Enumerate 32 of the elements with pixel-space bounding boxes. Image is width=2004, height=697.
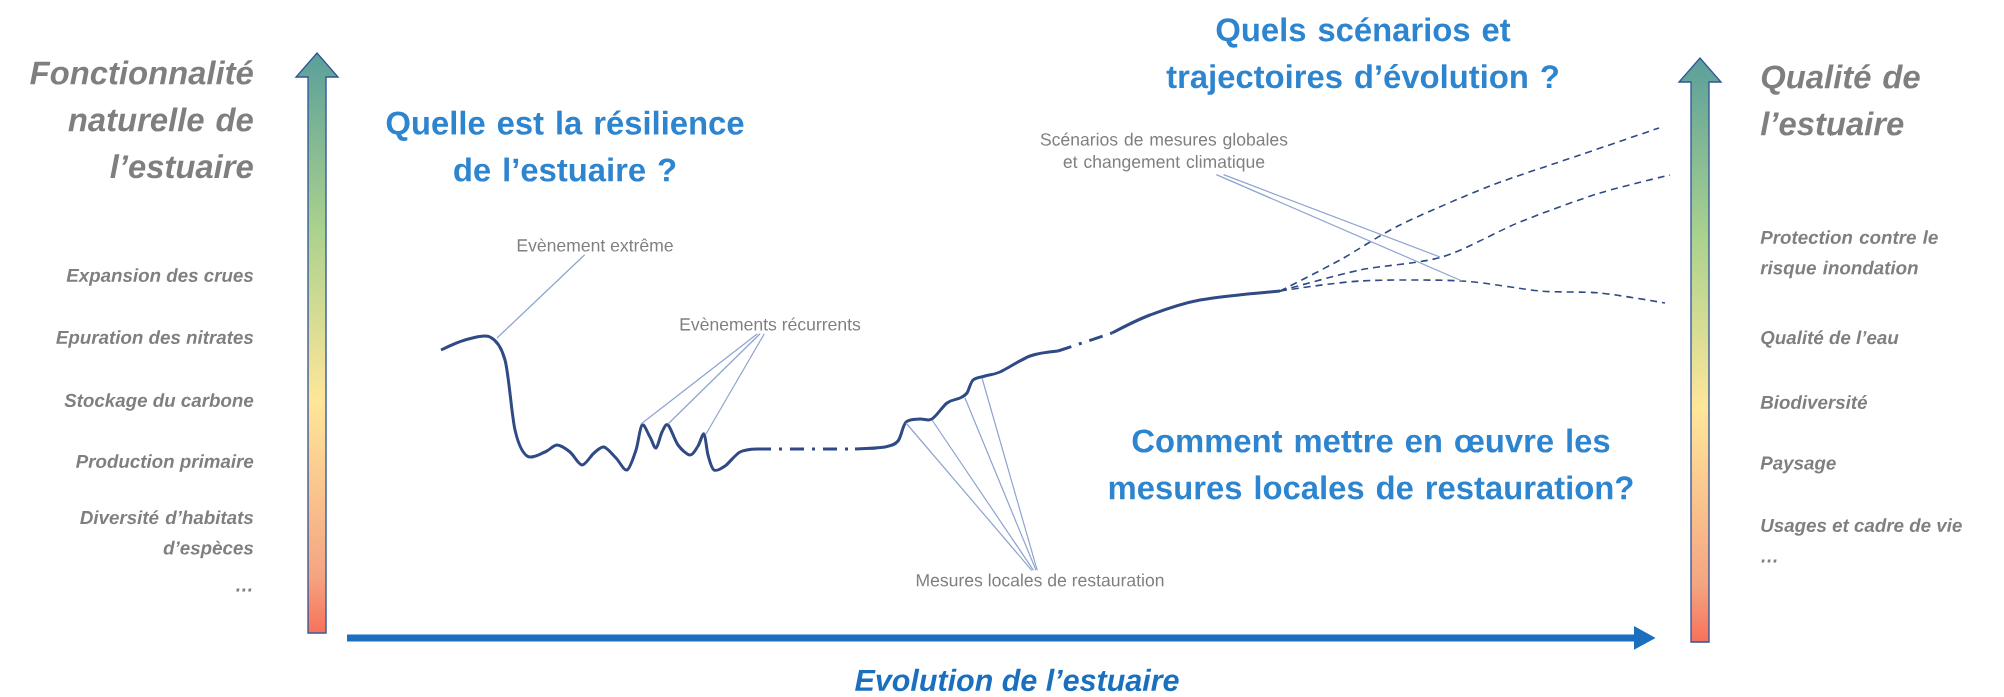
question-heading: Quels scénarios et trajectoires d’évolution ? xyxy=(1166,17,1558,95)
function-label: Qualité de l’eau xyxy=(1761,330,1899,348)
function-label: Expansion des crues xyxy=(66,268,254,286)
function-label: Stockage du carbone xyxy=(64,393,254,411)
question-heading: Comment mettre en œuvre les mesures locales de restauration? xyxy=(1109,428,1633,500)
function-label: Protection contre le risque inondation xyxy=(1760,230,1938,279)
leader-line xyxy=(905,422,1033,571)
callout-label: Scénarios de mesures globales et changement climatique xyxy=(1040,132,1288,172)
ellipsis: … xyxy=(236,588,252,592)
question-heading: Quelle est la résilience de l’estuaire ? xyxy=(386,110,744,182)
ellipsis: … xyxy=(1761,559,1777,563)
function-label: Production primaire xyxy=(76,454,254,472)
function-label: Biodiversité xyxy=(1760,395,1867,409)
callout-label: Mesures locales de restauration xyxy=(916,573,1164,587)
callout-label: Evènement extrême xyxy=(517,238,673,252)
leader-line xyxy=(705,333,765,435)
callout-label: Evènements récurrents xyxy=(680,317,861,331)
leader-line xyxy=(931,419,1035,571)
leader-line xyxy=(1215,174,1463,282)
axis-title: Evolution de l’estuaire xyxy=(855,668,1179,692)
function-label: Usages et cadre de vie xyxy=(1761,518,1962,536)
leader-line xyxy=(1222,174,1441,258)
leader-line xyxy=(667,333,761,425)
function-label: Paysage xyxy=(1760,456,1836,474)
axis-title: Qualité de l’estuaire xyxy=(1760,64,1920,136)
leader-line xyxy=(981,377,1038,571)
axis-title: Fonctionnalité naturelle de l’estuaire xyxy=(30,60,253,179)
function-label: Epuration des nitrates xyxy=(56,330,254,348)
leader-line xyxy=(496,254,586,339)
function-label: Diversité d’habitats d’espèces xyxy=(80,510,254,559)
leader-line xyxy=(964,397,1037,571)
leader-line xyxy=(640,333,758,425)
